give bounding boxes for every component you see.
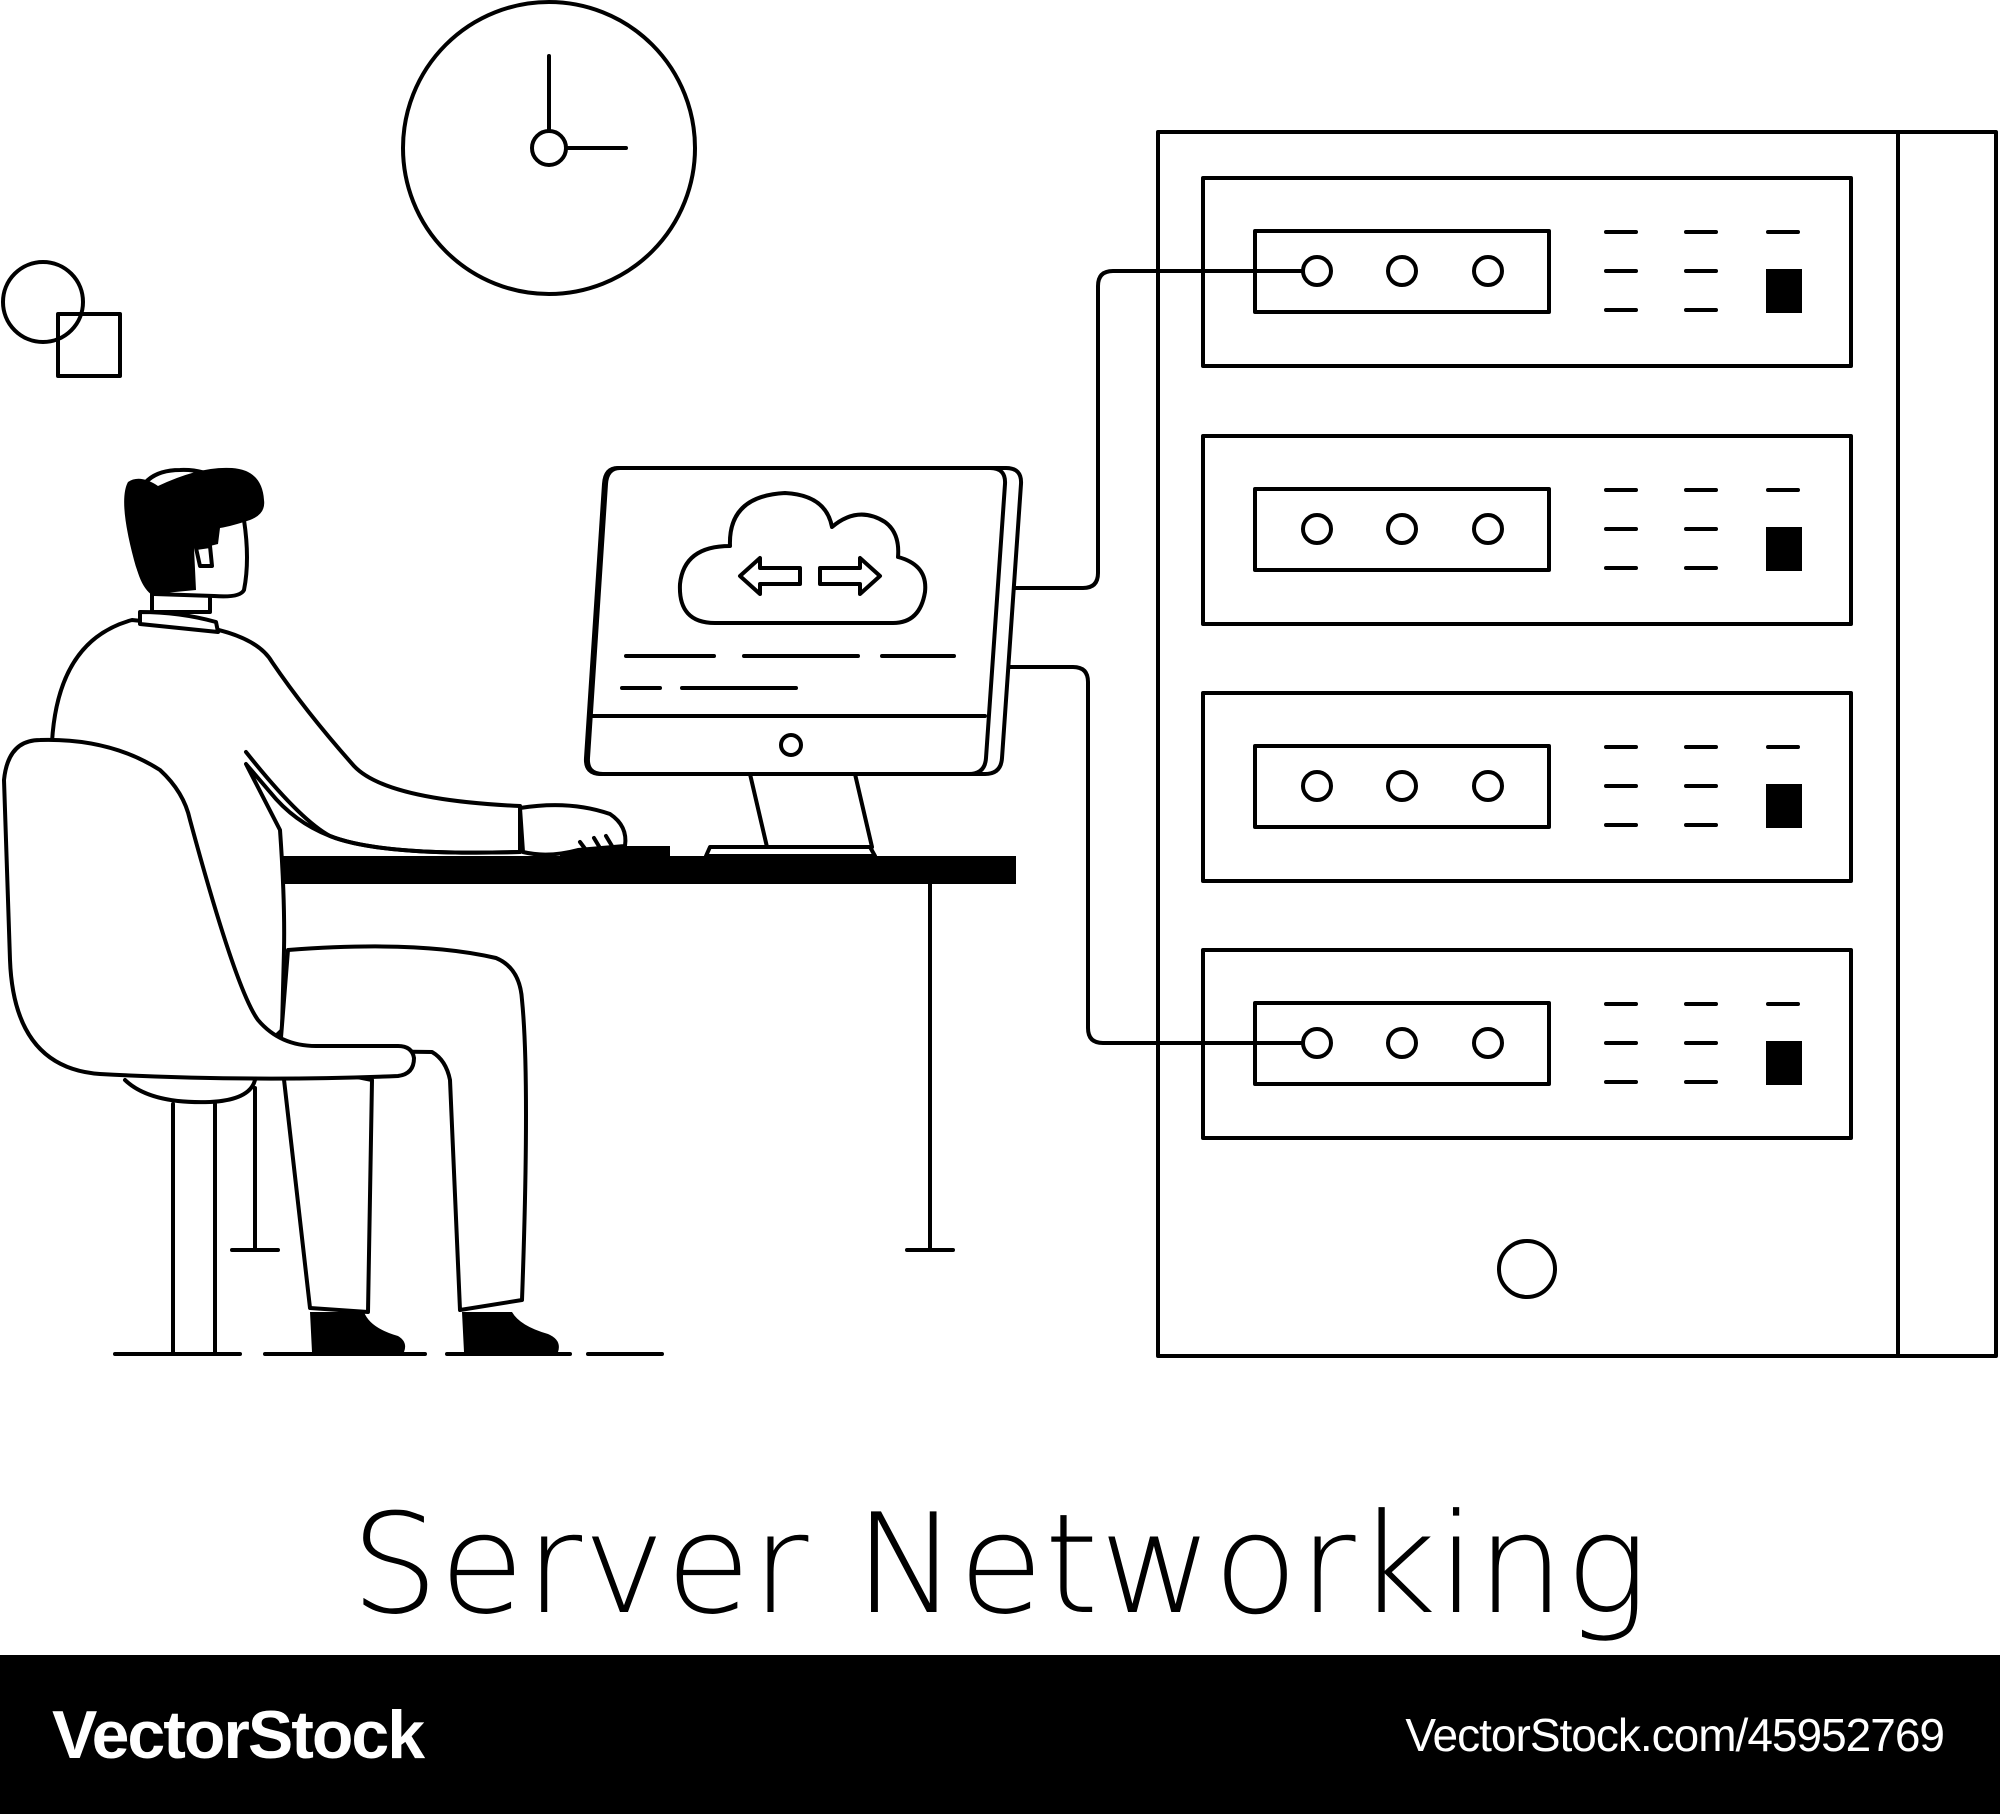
rack-power-button — [1497, 1239, 1557, 1299]
server-rack-icon — [1156, 130, 1998, 1358]
monitor — [583, 466, 1024, 858]
network-cable — [1008, 269, 1305, 1045]
screen-text-lines — [620, 654, 956, 690]
image-url: VectorStock.com/45952769 — [1405, 1709, 1945, 1761]
desk — [230, 856, 1016, 1252]
server-networking-illustration — [1, 0, 1998, 1358]
caption-title: Server Networking — [350, 1484, 1650, 1645]
wall-clock-icon — [401, 0, 697, 296]
server-unit — [1201, 691, 1853, 883]
brand-logo: VectorStock — [52, 1697, 425, 1773]
footer-bar: VectorStock VectorStock.com/45952769 — [0, 1655, 2000, 1814]
office-chair — [2, 737, 416, 1354]
circle-square-icon — [1, 260, 122, 378]
cloud-transfer-icon — [677, 491, 928, 625]
server-unit — [1201, 434, 1853, 626]
monitor-power-button — [779, 733, 803, 757]
